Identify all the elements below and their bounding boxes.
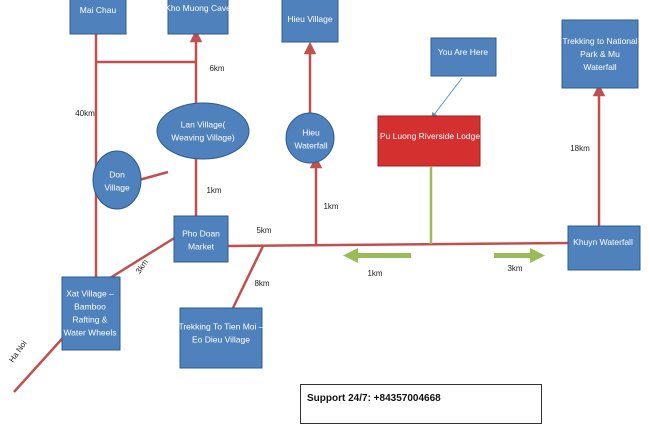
distance-label-18km: 18km <box>570 144 590 153</box>
node-label: Kho Muong Cave <box>165 3 231 13</box>
node-mai-chau[interactable]: Mai Chau <box>69 0 127 35</box>
node-label-line: Trekking To Tien Moi – <box>178 322 263 332</box>
green-arrow-west <box>343 248 411 263</box>
support-box: Support 24/7: +84357004668 <box>300 384 542 424</box>
node-label-line: Waterfall <box>294 141 327 151</box>
node-khuyn-waterfall[interactable]: Khuyn Waterfall <box>567 225 641 271</box>
node-label-line: Hieu Village <box>287 14 332 24</box>
node-label: Lan Village( Weaving Village) <box>171 120 235 143</box>
distance-label-1km-arrow: 1km <box>367 269 382 278</box>
node-label-line: Park & Mu <box>580 49 620 59</box>
distance-label-6km: 6km <box>209 64 224 73</box>
node-label-line: Don <box>109 170 125 180</box>
support-label: Support 24/7: +84357004668 <box>307 393 441 404</box>
distance-label-1km-hieu: 1km <box>323 202 338 211</box>
node-label-line: Rafting & <box>73 315 108 325</box>
node-label-line: Bamboo <box>74 302 106 312</box>
node-label: Khuyn Waterfall <box>573 237 633 247</box>
node-label-line: Hieu <box>302 128 320 138</box>
road-to-tien-moi <box>230 245 265 311</box>
distance-label-3km-arrow: 3km <box>507 264 522 273</box>
road-pho-doan-to-xat <box>109 235 177 280</box>
node-label: Hieu Village <box>287 14 332 24</box>
road-network <box>13 29 606 393</box>
road-don-to-lan <box>138 170 169 182</box>
node-label-line: Trekking to National <box>562 36 637 46</box>
node-pu-luong-lodge[interactable]: Pu Luong Riverside Lodge <box>377 115 481 167</box>
you-are-here-pointer <box>431 77 463 119</box>
node-label-line: Pu Luong Riverside Lodge <box>380 131 480 141</box>
node-label-line: Khuyn Waterfall <box>573 237 633 247</box>
node-you-are-here[interactable]: You Are Here <box>430 37 497 77</box>
node-label-line: Water Wheels <box>63 328 116 338</box>
node-label-line: Pho Doan <box>182 229 220 239</box>
node-label-line: Weaving Village) <box>171 133 235 143</box>
node-label-line: Waterfall <box>583 62 616 72</box>
node-label-line: You Are Here <box>438 47 489 57</box>
distance-label-40km: 40km <box>75 109 95 118</box>
road-ha-noi <box>13 329 71 393</box>
node-trekking-tien-moi[interactable]: Trekking To Tien Moi – Eo Dieu Village <box>178 307 264 369</box>
node-label: Trekking To Tien Moi – Eo Dieu Village <box>178 322 263 345</box>
node-label-line: Market <box>188 242 215 252</box>
distance-label-5km: 5km <box>256 226 271 235</box>
node-label-line: Mai Chau <box>80 5 117 15</box>
node-label: Pu Luong Riverside Lodge <box>380 131 480 141</box>
node-label-line: Village <box>104 183 130 193</box>
node-label-line: Kho Muong Cave <box>165 3 231 13</box>
distance-label-8km: 8km <box>254 279 269 288</box>
node-lan-village[interactable]: Lan Village( Weaving Village) <box>156 102 250 160</box>
node-label: Mai Chau <box>80 5 117 15</box>
node-label-line: Xat Village – <box>66 289 114 299</box>
green-arrow-east <box>494 248 545 263</box>
node-label-line: Lan Village( <box>181 120 226 130</box>
node-label-line: Eo Dieu Village <box>192 335 250 345</box>
distance-label-1km-lan: 1km <box>206 186 221 195</box>
node-label: You Are Here <box>438 47 489 57</box>
node-hieu-village[interactable]: Hieu Village <box>281 0 339 43</box>
road-main-east <box>227 241 569 248</box>
node-kho-muong-cave[interactable]: Kho Muong Cave <box>165 0 231 35</box>
road-label-ha-noi: Ha Noi <box>7 339 29 364</box>
